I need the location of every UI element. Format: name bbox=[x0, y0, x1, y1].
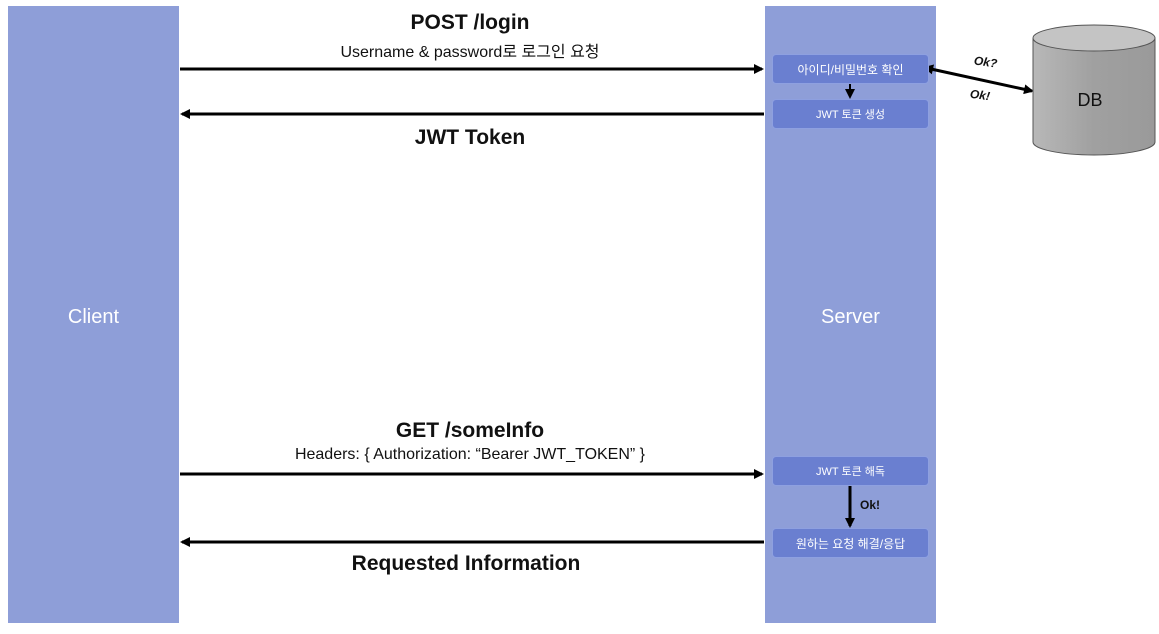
db-exchange-arrow bbox=[923, 64, 1034, 95]
create-token-step: JWT 토큰 생성 bbox=[772, 99, 929, 129]
db-reply-label: Ok! bbox=[969, 86, 991, 104]
resolve-request-step: 원하는 요청 해결/응답 bbox=[772, 528, 929, 558]
server-label: Server bbox=[821, 306, 880, 328]
decode-token-step: JWT 토큰 해독 bbox=[772, 456, 929, 486]
token-response-title: JWT Token bbox=[414, 126, 526, 149]
database-cylinder bbox=[1032, 24, 1156, 156]
verify-credentials-step: 아이디/비밀번호 확인 bbox=[772, 54, 929, 84]
client-label: Client bbox=[67, 306, 120, 328]
db-label: DB bbox=[1077, 90, 1103, 110]
decode-result-label: Ok! bbox=[860, 498, 881, 512]
get-request-title: GET /someInfo bbox=[395, 419, 545, 442]
login-request-subtitle: Username & password로 로그인 요청 bbox=[340, 44, 600, 61]
final-response-title: Requested Information bbox=[351, 552, 581, 575]
client-lane: Client bbox=[8, 6, 179, 623]
login-request-title: POST /login bbox=[410, 11, 530, 34]
get-request-subtitle: Headers: { Authorization: “Bearer JWT_TO… bbox=[294, 446, 646, 463]
